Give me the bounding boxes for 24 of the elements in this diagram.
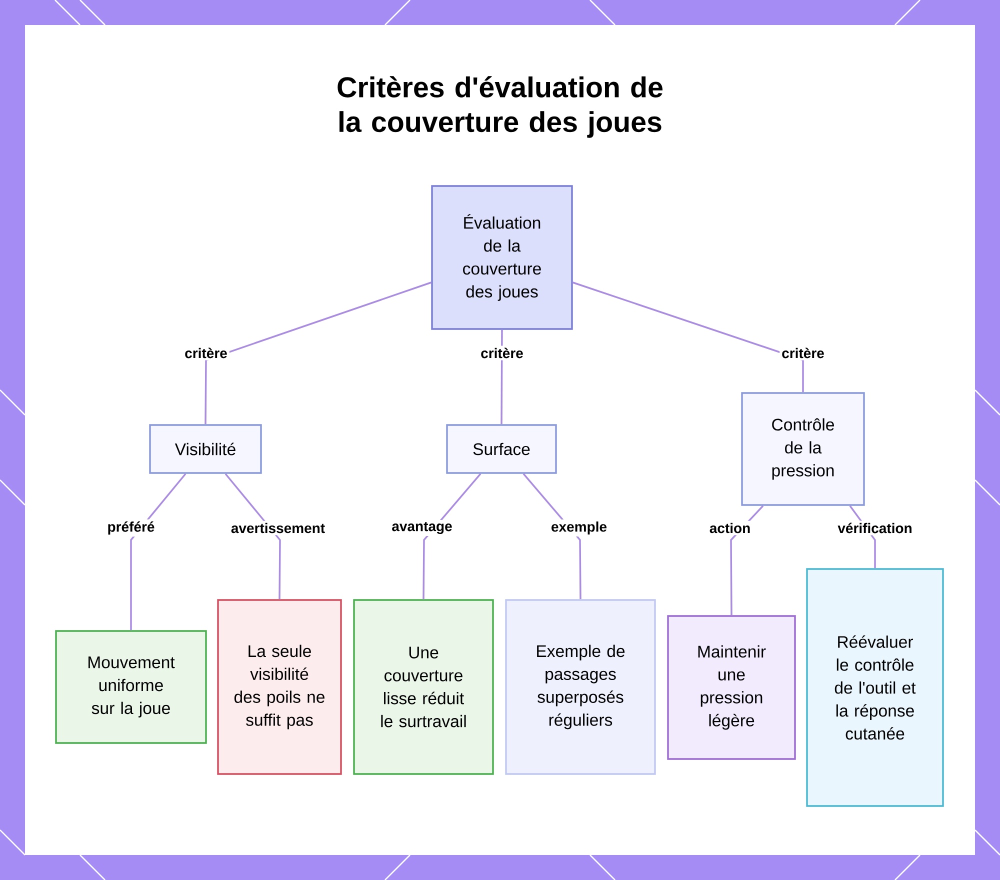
connector-line	[204, 282, 432, 424]
connector-line	[224, 473, 281, 600]
title: Critères d'évaluation de la couverture des joues	[338, 76, 663, 138]
concept-box: Mouvement uniforme sur la joue	[55, 630, 207, 744]
edge-label: action	[707, 520, 753, 536]
concept-box: Une couverture lisse réduit le surtravail	[353, 599, 494, 775]
connector-line	[130, 473, 186, 630]
concept-box: Évaluation de la couverture des joues	[431, 185, 573, 330]
concept-box: Surface	[446, 424, 557, 474]
edge-label: vérification	[836, 520, 914, 536]
concept-box: Réévaluer le contrôle de l'outil et la réponse cutanée	[806, 568, 944, 807]
edge-label: critère	[182, 346, 230, 360]
concept-box: Exemple de passages superposés réguliers	[505, 599, 656, 775]
connector-line	[572, 282, 804, 392]
edge-label: avertissement	[228, 520, 328, 536]
edge-label: préféré	[105, 519, 157, 537]
concept-box: Visibilité	[149, 424, 262, 474]
concept-box: Maintenir une pression légère	[667, 615, 796, 760]
edge-label: avantage	[390, 520, 454, 536]
edge-label: critère	[478, 346, 526, 360]
concept-box: Contrôle de la pression	[741, 392, 865, 506]
edge-label: exemple	[548, 519, 610, 537]
edge-label: critère	[780, 346, 826, 360]
concept-box: La seule visibilité des poils ne suffit pas	[217, 599, 342, 775]
